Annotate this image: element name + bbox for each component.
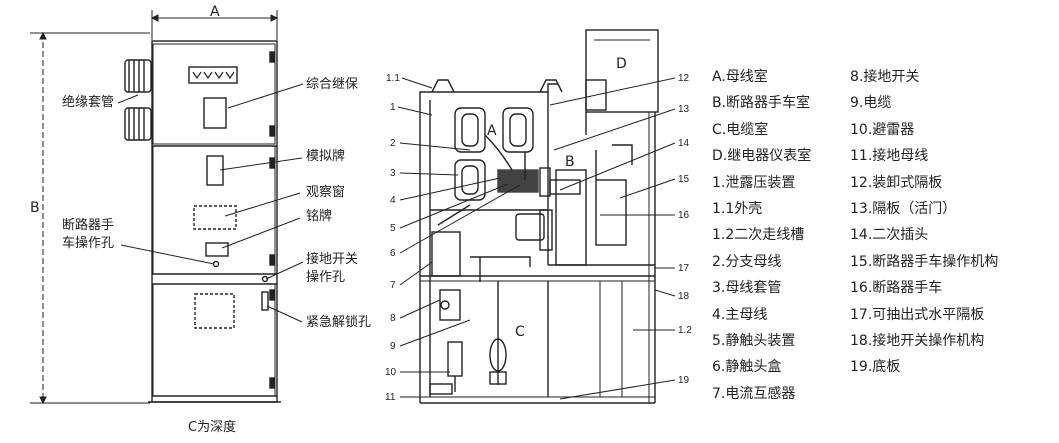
callout-5: 5: [390, 223, 396, 234]
legend-item: 6.静触头盒: [712, 359, 782, 376]
relay-protection-icon: [188, 66, 238, 129]
legend-item: 19.底板: [850, 359, 901, 376]
earth-hole-label-2: 操作孔: [306, 269, 345, 285]
dimension-b-label: B: [30, 200, 40, 216]
callout-1: 1: [390, 102, 396, 113]
relay-label: 综合继保: [306, 77, 358, 92]
legend-item: 1.泄露压装置: [712, 174, 796, 191]
legend-item: 10.避雷器: [850, 121, 915, 138]
legend-column-1: A.母线室 B.断路器手车室 C.电缆室 D.继电器仪表室 1.泄露压装置 1.…: [712, 64, 811, 407]
callout-15: 15: [678, 174, 690, 185]
legend-item: 14.二次插头: [850, 227, 929, 244]
callout-2: 2: [390, 138, 396, 149]
depth-caption: C为深度: [188, 419, 236, 435]
legend-item: 9.电缆: [850, 95, 892, 112]
callout-17: 17: [678, 263, 690, 274]
dimension-lines: [30, 10, 279, 405]
legend-item: 4.主母线: [712, 306, 768, 323]
legend-item: 11.接地母线: [850, 148, 929, 165]
legend-item: D.继电器仪表室: [712, 148, 812, 165]
insulation-bushing-icon: [124, 59, 152, 141]
mimic-label: 模拟牌: [306, 148, 345, 164]
nameplate-label: 铭牌: [306, 208, 332, 224]
legend-item: 3.母线套管: [712, 280, 782, 297]
cable-compartment-internals: [429, 231, 531, 395]
legend-item: 2.分支母线: [712, 253, 782, 270]
callout-8: 8: [390, 313, 396, 324]
legend-item: 13.隔板（活门）: [850, 200, 957, 217]
legend-item: B.断路器手车室: [712, 95, 811, 112]
legend-item: 12.装卸式隔板: [850, 174, 943, 191]
callout-4: 4: [390, 195, 396, 206]
unlock-label: 紧急解锁孔: [306, 314, 371, 330]
compartment-b: B: [565, 154, 575, 170]
legend-item: 8.接地开关: [850, 69, 920, 85]
legend-item: 5.静触头装置: [712, 332, 796, 349]
callout-18: 18: [678, 291, 690, 302]
legend-item: 18.接地开关操作机构: [850, 332, 985, 349]
callout-19: 19: [678, 375, 690, 386]
legend-item: 16.断路器手车: [850, 280, 943, 297]
dimension-a-label: A: [210, 4, 220, 20]
front-leader-lines: [117, 83, 304, 323]
busbar-compartment-internals: [437, 107, 581, 226]
section-view-outline: [419, 29, 659, 404]
callout-3: 3: [390, 168, 396, 179]
bushing-label: 绝缘套管: [62, 94, 114, 110]
callout-9: 9: [390, 341, 396, 352]
breaker-operating-hole: [212, 260, 220, 268]
compartment-d: D: [616, 56, 627, 72]
front-view-cabinet: [148, 40, 281, 403]
legend-item: 17.可抽出式水平隔板: [850, 306, 985, 323]
callout-12: 12: [678, 73, 690, 84]
emergency-unlock-hole: [261, 291, 269, 311]
callout-1-1: 1.1: [386, 73, 400, 84]
compartment-a: A: [487, 123, 497, 139]
mimic-panel: [206, 155, 224, 186]
compartment-c: C: [515, 324, 525, 340]
callout-7: 7: [390, 280, 396, 291]
breaker-hole-label-2: 车操作孔: [62, 235, 114, 251]
breaker-hole-label-1: 断路器手: [62, 217, 114, 233]
legend-item: C.电缆室: [712, 121, 769, 138]
legend-item: A.母线室: [712, 69, 768, 85]
legend-column-2: 8.接地开关 9.电缆 10.避雷器 11.接地母线 12.装卸式隔板 13.隔…: [850, 64, 998, 381]
callout-14: 14: [678, 138, 690, 149]
callout-10: 10: [385, 367, 397, 378]
lower-observation-window: [194, 293, 235, 329]
legend-item: 7.电流互感器: [712, 385, 796, 402]
legend-item: 1.2二次走线槽: [712, 227, 805, 244]
breaker-truck-internals: [515, 79, 633, 266]
callout-13: 13: [678, 104, 690, 115]
legend-item: 15.断路器手车操作机构: [850, 253, 999, 270]
callout-16: 16: [678, 210, 690, 221]
nameplate-plate: [205, 242, 229, 257]
section-leader-lines: [397, 77, 676, 400]
window-label: 观察窗: [306, 184, 345, 200]
earth-hole-label-1: 接地开关: [306, 251, 358, 267]
callout-6: 6: [390, 248, 396, 259]
callout-1-2: 1.2: [678, 325, 692, 336]
earth-switch-operating-hole: [261, 275, 269, 283]
legend-item: 1.1外壳: [712, 200, 763, 217]
observation-window: [193, 205, 237, 230]
callout-11: 11: [385, 392, 396, 403]
